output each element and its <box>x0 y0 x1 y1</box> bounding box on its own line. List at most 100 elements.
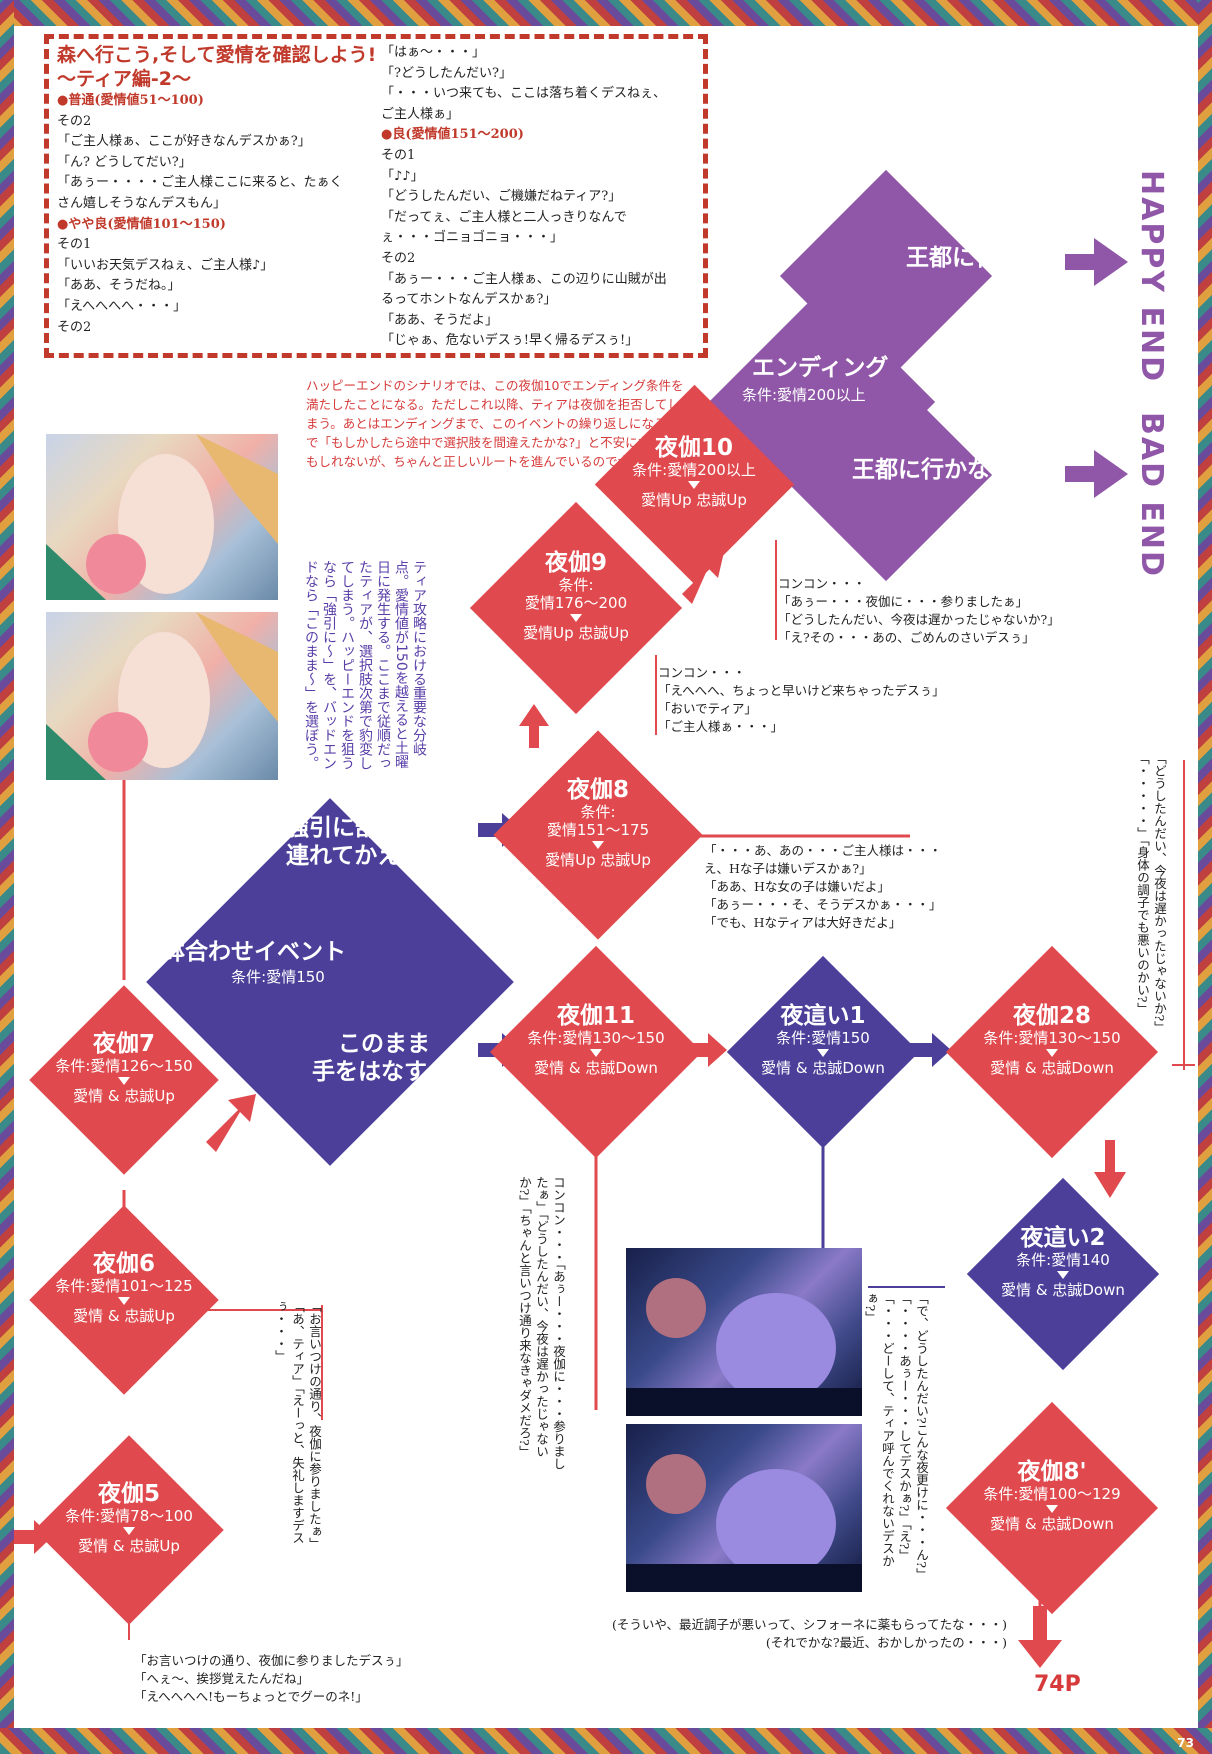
node-yotogi7-title: 夜伽7 <box>92 1031 155 1057</box>
node-yobai2-effect: 愛情 & 忠誠Down <box>1001 1281 1125 1299</box>
node-yobai1-cond: 条件:愛情150 <box>776 1029 870 1047</box>
dialogue-yotogi8: 「・・・あ、あの・・・ご主人様は・・・え、Hな子は嫌いデスかぁ?」「ああ、Hな女… <box>704 842 942 932</box>
dialogue-line: るってホントなんデスかぁ?」 <box>381 292 557 308</box>
dialogue-line: その1 <box>381 147 416 163</box>
dialogue-line: 「だってぇ、ご主人様と二人っきりなんで <box>381 209 627 225</box>
node-yotogi6-effect: 愛情 & 忠誠Up <box>73 1307 175 1325</box>
dialogue-line: 「ご主人様ぁ・・・」 <box>658 719 784 734</box>
dialogue-column-2: 「はぁ〜・・・」「?どうしたんだい?」「・・・いつ来ても、ここは落ち着くデスねぇ… <box>381 43 667 352</box>
node-yotogi11-title: 夜伽11 <box>556 1003 635 1029</box>
dialogue-yotogi9: コンコン・・・「えへへへ、ちょっと早いけど来ちゃったデスぅ」「おいでティア」「ご… <box>658 664 945 736</box>
scene-image-3 <box>626 1248 862 1416</box>
node-yotogi7-effect: 愛情 & 忠誠Up <box>73 1087 175 1105</box>
node-yotogi8p-cond: 条件:愛情100〜129 <box>983 1485 1121 1503</box>
triangle-down-icon <box>592 841 604 849</box>
node-yotogi9-cond: 条件: <box>558 576 594 594</box>
node-yobai2-cond: 条件:愛情140 <box>1016 1251 1110 1269</box>
dialogue-line: 「・・・あ、あの・・・ご主人様は・・・ <box>704 843 942 858</box>
scene-image-4 <box>626 1424 862 1592</box>
node-yotogi11-cond: 条件:愛情130〜150 <box>527 1029 665 1047</box>
dialogue-line: 「じゃぁ、危ないデスぅ!早く帰るデスぅ!」 <box>381 333 639 349</box>
node-yotogi10-title: 夜伽10 <box>654 435 733 461</box>
choice-take-to-room-2: 連れてかえる <box>286 843 423 869</box>
box-title: 森へ行こう,そして愛情を確認しよう! <box>57 44 377 66</box>
dialogue-line: ●良(愛情値151〜200) <box>381 127 524 143</box>
node-yotogi10-effect: 愛情Up 忠誠Up <box>641 491 747 509</box>
triangle-down-icon <box>1046 1505 1058 1513</box>
dialogue-line: 「あぅー・・・そ、そうデスかぁ・・・」 <box>704 897 942 912</box>
dialogue-yotogi28: 「どうしたんだい、今夜は遅かったじゃないか?」「・・・・・」「身体の調子でも悪い… <box>1135 752 1167 1034</box>
choice-take-to-room-1: 強引に部屋に <box>286 815 424 841</box>
dialogue-line: 「どうしたんだい、今夜は遅かったじゃないか?」 <box>778 612 1060 627</box>
triangle-down-icon <box>570 614 582 622</box>
dialogue-line: コンコン・・・ <box>778 576 866 591</box>
node-yotogi8p-effect: 愛情 & 忠誠Down <box>990 1515 1114 1533</box>
node-yotogi8-cond: 条件: <box>580 803 616 821</box>
dialogue-yotogi11: コンコン・・・「あぅー・・・夜伽に・・・参りましたぁ」「どうしたんだい、今夜は遅… <box>517 1176 566 1470</box>
decorative-border-right <box>1198 0 1212 1754</box>
branch-event-title: 鉢合わせイベント <box>162 939 346 965</box>
dialogue-line: 「でも、Hなティアは大好きだよ」 <box>704 915 902 930</box>
node-yotogi5-title: 夜伽5 <box>97 1481 160 1507</box>
dialogue-line: ぇ・・・ゴニョゴニョ・・・」 <box>381 230 564 246</box>
dialogue-line: 「いいお天気デスねぇ、ご主人様♪」 <box>57 257 274 273</box>
dialogue-line: (そういや、最近調子が悪いって、シフォーネに薬もらってたな・・・) <box>612 1617 1008 1632</box>
dialogue-line: 「おいでティア」 <box>658 701 757 716</box>
node-yotogi8p: 夜伽8'条件:愛情100〜129 愛情 & 忠誠Down <box>942 1459 1162 1533</box>
decorative-border-bottom <box>0 1728 1212 1754</box>
dialogue-line: さん嬉しそうなんデスもん」 <box>57 195 227 211</box>
triangle-down-icon <box>817 1049 829 1057</box>
forest-dialogue-box: 森へ行こう,そして愛情を確認しよう! 〜ティア編-2〜 ●普通(愛情値51〜10… <box>44 34 708 358</box>
dialogue-line: 「・・・いつ来ても、ここは落ち着くデスねぇ、 <box>381 86 666 102</box>
dialogue-line: 「ん? どうしてだい?」 <box>57 154 192 170</box>
dialogue-line: ●やや良(愛情値101〜150) <box>57 216 226 232</box>
dialogue-line: 「♪♪」 <box>381 168 424 184</box>
node-yobai2-title: 夜這い2 <box>1020 1225 1106 1251</box>
choice-let-go-2: 手をはなす <box>312 1059 427 1085</box>
page-number: 73 <box>1177 1736 1194 1750</box>
triangle-down-icon <box>1057 1271 1069 1279</box>
dialogue-line: 「ああ、そうだよ」 <box>381 312 499 328</box>
node-yotogi9-cond2: 愛情176〜200 <box>524 594 628 612</box>
ending-title: エンディング <box>752 355 889 381</box>
node-yotogi9-title: 夜伽9 <box>544 550 607 576</box>
dialogue-line: 「ああ、Hな女の子は嫌いだよ」 <box>704 879 890 894</box>
node-yotogi28-effect: 愛情 & 忠誠Down <box>990 1059 1114 1077</box>
dialogue-line: ご主人様ぁ」 <box>381 106 460 122</box>
scene-image-1 <box>46 434 278 600</box>
dialogue-line: ●普通(愛情値51〜100) <box>57 93 204 108</box>
dialogue-line: 「えへへへ、ちょっと早いけど来ちゃったデスぅ」 <box>658 683 945 698</box>
node-yotogi8p-title: 夜伽8' <box>1017 1459 1087 1485</box>
dialogue-line: その2 <box>381 250 416 266</box>
triangle-down-icon <box>118 1297 130 1305</box>
ending-condition: 条件:愛情200以上 <box>742 386 866 404</box>
dialogue-line: その2 <box>57 319 92 335</box>
node-yotogi5-effect: 愛情 & 忠誠Up <box>78 1537 180 1555</box>
dialogue-yotogi10: コンコン・・・「あぅー・・・夜伽に・・・参りましたぁ」「どうしたんだい、今夜は遅… <box>778 575 1060 647</box>
node-yotogi7-cond: 条件:愛情126〜150 <box>55 1057 193 1075</box>
dialogue-line: 「あぅー・・・ご主人様ぁ、この辺りに山賊が出 <box>381 271 667 287</box>
branch-event-condition: 条件:愛情150 <box>231 968 325 986</box>
node-yotogi5-cond: 条件:愛情78〜100 <box>65 1507 193 1525</box>
branch-point-note: ティア攻略における重要な分岐点。愛情値が150を越えると土曜日に発生する。ここま… <box>303 560 427 770</box>
dialogue-line: 「えへへへへ・・・」 <box>57 298 187 314</box>
node-yotogi6-title: 夜伽6 <box>92 1251 155 1277</box>
dialogue-line: その1 <box>57 237 92 253</box>
choice-let-go-1: このまま <box>338 1031 430 1057</box>
triangle-down-icon <box>123 1527 135 1535</box>
dialogue-line: 「え?その・・・あの、ごめんのさいデスぅ」 <box>778 630 1035 645</box>
monologue-bottom: (そういや、最近調子が悪いって、シフォーネに薬もらってたな・・・) (それでかな?… <box>612 1616 1007 1652</box>
node-yotogi8-cond2: 愛情151〜175 <box>546 821 650 839</box>
dialogue-line: (それでかな?最近、おかしかったの・・・) <box>765 1635 1008 1650</box>
triangle-down-icon <box>688 481 700 489</box>
dialogue-line: 「お言いつけの通り、夜伽に参りましたデスぅ」 <box>134 1653 409 1668</box>
